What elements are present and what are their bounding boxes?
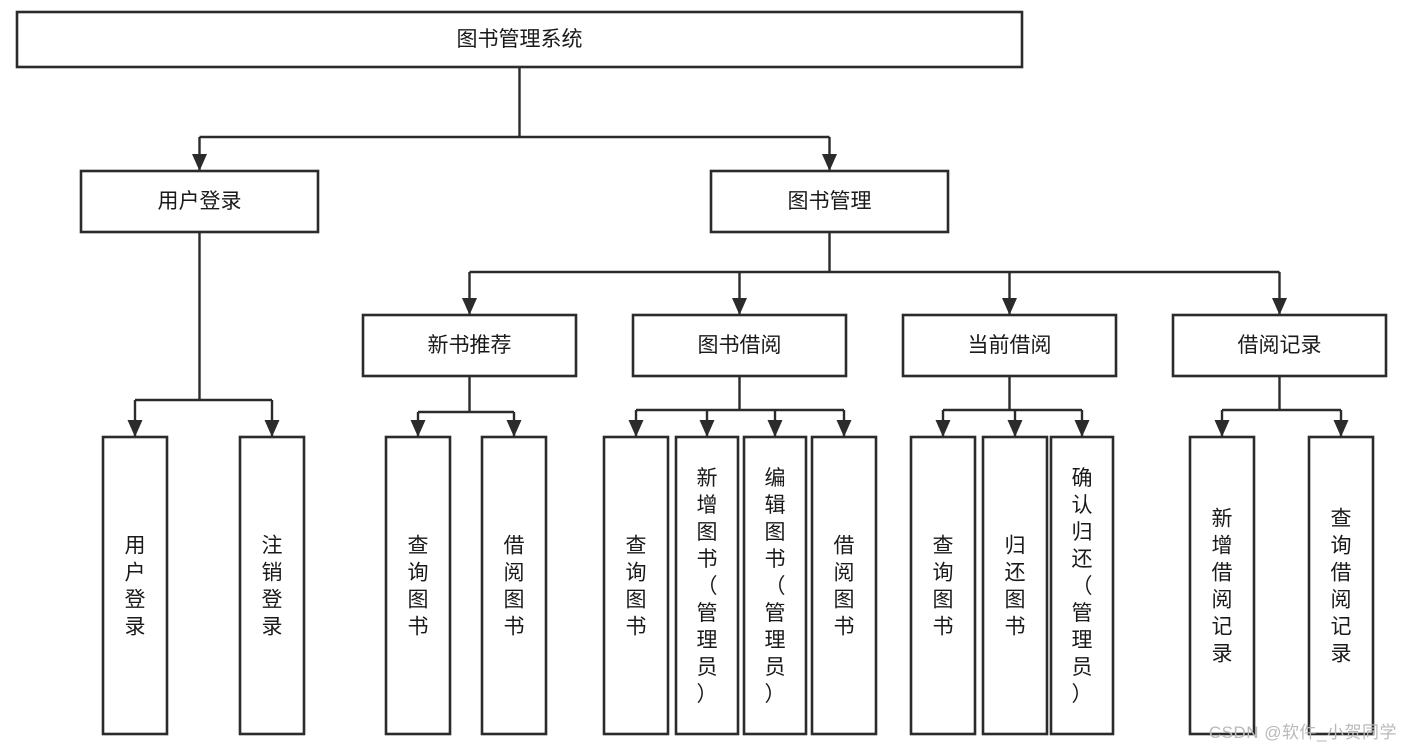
arrow-head-icon: [1214, 420, 1230, 437]
node-label-user-login: 用户登录: [158, 190, 242, 213]
node-label-book-management: 图书管理: [788, 190, 872, 213]
node-leaf-logout[interactable]: 注销登录: [238, 435, 306, 736]
arrow-head-icon: [1007, 420, 1023, 437]
connector-group-book-management: [462, 232, 1287, 315]
arrow-head-icon: [1272, 298, 1287, 315]
node-label-leaf-return-books: 归还图书: [1005, 535, 1026, 639]
node-leaf-edit-book-admin[interactable]: 编辑图书（管理员）: [742, 435, 808, 736]
connector-group-current-borrow: [935, 376, 1090, 437]
arrow-head-icon: [410, 420, 426, 437]
node-label-root: 图书管理系统: [457, 28, 583, 51]
node-user-login[interactable]: 用户登录: [79, 169, 320, 234]
arrow-head-icon: [767, 420, 783, 437]
arrow-head-icon: [935, 420, 951, 437]
connector-group-user-login: [127, 232, 280, 437]
node-box-book-borrow: [631, 313, 848, 378]
watermark-text: CSDN @软件_小贺同学: [1208, 723, 1397, 742]
arrow-head-icon: [732, 298, 747, 315]
node-label-leaf-query-books-current: 查询图书: [933, 535, 954, 639]
node-box-leaf-confirm-return-admin: [1049, 435, 1115, 736]
node-leaf-user-login[interactable]: 用户登录: [101, 435, 169, 736]
node-leaf-add-book-admin[interactable]: 新增图书（管理员）: [674, 435, 740, 736]
node-new-book-recommend[interactable]: 新书推荐: [361, 313, 578, 378]
node-label-leaf-logout: 注销登录: [262, 535, 283, 639]
node-leaf-borrow-books[interactable]: 借阅图书: [810, 435, 878, 736]
node-box-book-management: [709, 169, 950, 234]
node-book-management[interactable]: 图书管理: [709, 169, 950, 234]
node-leaf-return-books[interactable]: 归还图书: [981, 435, 1049, 736]
node-box-leaf-query-books-borrow: [602, 435, 670, 736]
node-label-book-borrow: 图书借阅: [698, 334, 782, 357]
node-box-leaf-query-borrow-record: [1307, 435, 1375, 736]
node-box-root: [15, 10, 1024, 69]
node-leaf-query-books-recommend[interactable]: 查询图书: [384, 435, 452, 736]
node-box-current-borrow: [901, 313, 1118, 378]
arrow-head-icon: [836, 420, 852, 437]
node-box-leaf-add-borrow-record: [1188, 435, 1256, 736]
node-box-leaf-borrow-books: [810, 435, 878, 736]
node-box-leaf-query-books-recommend: [384, 435, 452, 736]
node-leaf-borrow-books-recommend[interactable]: 借阅图书: [480, 435, 548, 736]
node-box-leaf-logout: [238, 435, 306, 736]
connectors-layer: [127, 67, 1349, 437]
node-box-borrow-records: [1171, 313, 1388, 378]
arrow-head-icon: [1002, 298, 1017, 315]
node-box-leaf-query-books-current: [909, 435, 977, 736]
node-label-new-book-recommend: 新书推荐: [428, 334, 512, 357]
arrow-head-icon: [506, 420, 522, 437]
node-current-borrow[interactable]: 当前借阅: [901, 313, 1118, 378]
node-root[interactable]: 图书管理系统: [15, 10, 1024, 69]
node-label-leaf-query-borrow-record: 查询借阅记录: [1331, 508, 1352, 666]
node-box-leaf-user-login: [101, 435, 169, 736]
connector-group-root: [192, 67, 837, 171]
node-box-leaf-borrow-books-recommend: [480, 435, 548, 736]
arrow-head-icon: [264, 420, 280, 437]
node-leaf-confirm-return-admin[interactable]: 确认归还（管理员）: [1049, 435, 1115, 736]
node-label-borrow-records: 借阅记录: [1238, 334, 1322, 357]
node-label-leaf-confirm-return-admin: 确认归还（管理员）: [1072, 467, 1093, 706]
arrow-head-icon: [127, 420, 143, 437]
node-label-leaf-user-login: 用户登录: [125, 535, 146, 639]
connector-group-book-borrow: [628, 376, 852, 437]
node-borrow-records[interactable]: 借阅记录: [1171, 313, 1388, 378]
node-box-leaf-return-books: [981, 435, 1049, 736]
arrow-head-icon: [822, 154, 837, 171]
node-label-leaf-query-books-recommend: 查询图书: [408, 535, 429, 639]
arrow-head-icon: [1333, 420, 1349, 437]
node-leaf-query-books-current[interactable]: 查询图书: [909, 435, 977, 736]
node-box-user-login: [79, 169, 320, 234]
node-box-leaf-add-book-admin: [674, 435, 740, 736]
nodes-layer: 图书管理系统用户登录图书管理新书推荐图书借阅当前借阅借阅记录用户登录注销登录查询…: [15, 10, 1388, 736]
arrow-head-icon: [1074, 420, 1090, 437]
connector-group-borrow-records: [1214, 376, 1349, 437]
arrow-head-icon: [699, 420, 715, 437]
node-label-current-borrow: 当前借阅: [968, 334, 1052, 357]
node-box-leaf-edit-book-admin: [742, 435, 808, 736]
node-label-leaf-borrow-books-recommend: 借阅图书: [504, 535, 525, 639]
arrow-head-icon: [192, 154, 207, 171]
connector-group-new-book-recommend: [410, 376, 522, 437]
node-book-borrow[interactable]: 图书借阅: [631, 313, 848, 378]
node-label-leaf-edit-book-admin: 编辑图书（管理员）: [765, 467, 786, 706]
node-label-leaf-query-books-borrow: 查询图书: [626, 535, 647, 639]
node-leaf-add-borrow-record[interactable]: 新增借阅记录: [1188, 435, 1256, 736]
arrow-head-icon: [628, 420, 644, 437]
node-leaf-query-borrow-record[interactable]: 查询借阅记录: [1307, 435, 1375, 736]
arrow-head-icon: [462, 298, 477, 315]
node-label-leaf-borrow-books: 借阅图书: [834, 535, 855, 639]
node-label-leaf-add-borrow-record: 新增借阅记录: [1212, 508, 1233, 666]
node-box-new-book-recommend: [361, 313, 578, 378]
node-leaf-query-books-borrow[interactable]: 查询图书: [602, 435, 670, 736]
node-label-leaf-add-book-admin: 新增图书（管理员）: [697, 467, 718, 706]
